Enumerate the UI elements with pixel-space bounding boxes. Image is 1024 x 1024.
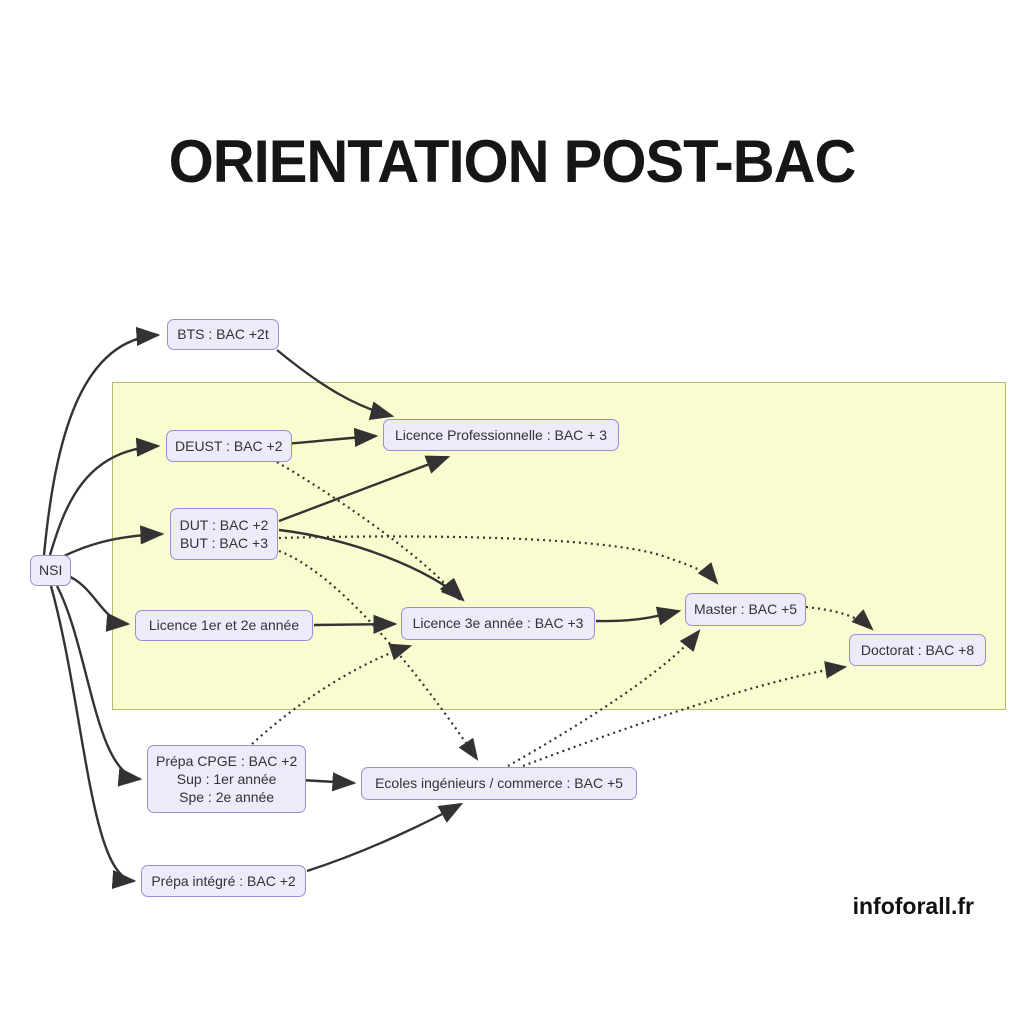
node-master-label: Master : BAC +5 <box>694 601 798 618</box>
edge-deust-licencepro <box>284 427 379 448</box>
node-ecoles-label: Ecoles ingénieurs / commerce : BAC +5 <box>375 775 623 792</box>
node-deust: DEUST : BAC +2 <box>166 430 292 462</box>
edge-dut-master-dotted <box>278 535 719 585</box>
node-licence-pro: Licence Professionnelle : BAC + 3 <box>383 419 619 451</box>
node-prepa-cpge-line3: Spe : 2e année <box>179 789 275 806</box>
edge-master-doctorat-dotted <box>805 605 874 631</box>
watermark: infoforall.fr <box>852 893 974 919</box>
node-bts-label: BTS : BAC +2t <box>177 326 269 343</box>
edge-licence12-licence3 <box>313 614 398 634</box>
node-dut-line1: DUT : BAC +2 <box>179 516 269 533</box>
node-prepa-integre: Prépa intégré : BAC +2 <box>141 865 306 897</box>
node-bts: BTS : BAC +2t <box>167 319 279 350</box>
node-nsi-label: NSI <box>39 562 63 579</box>
edge-ecoles-doctorat-dotted <box>522 661 848 768</box>
edge-nsi-deust <box>48 437 161 556</box>
node-deust-label: DEUST : BAC +2 <box>175 437 283 454</box>
edge-dut-ecoles-dotted <box>278 549 479 761</box>
edge-bts-licencepro <box>276 349 395 421</box>
node-prepa-cpge-line2: Sup : 1er année <box>176 770 277 787</box>
edge-nsi-bts <box>42 326 161 556</box>
edge-nsi-prepaintegre <box>49 585 137 890</box>
node-licence-3e-label: Licence 3e année : BAC +3 <box>412 615 584 632</box>
node-licence-1-2: Licence 1er et 2e année <box>135 610 313 641</box>
edge-dut-licencepro <box>278 455 451 523</box>
node-ecoles: Ecoles ingénieurs / commerce : BAC +5 <box>361 767 637 800</box>
node-dut-but: DUT : BAC +2 BUT : BAC +3 <box>170 508 278 560</box>
edge-nsi-licence12 <box>65 573 131 632</box>
node-master: Master : BAC +5 <box>685 593 807 626</box>
node-nsi: NSI <box>30 555 72 586</box>
node-licence-3e: Licence 3e année : BAC +3 <box>401 607 595 640</box>
node-dut-line2: BUT : BAC +3 <box>179 535 269 551</box>
edge-nsi-dut <box>63 525 165 558</box>
edge-prepaintegre-ecoles <box>306 802 464 873</box>
node-licence-pro-label: Licence Professionnelle : BAC + 3 <box>394 426 608 443</box>
edge-licence3-master <box>595 606 682 626</box>
node-doctorat: Doctorat : BAC +8 <box>849 634 986 666</box>
node-prepa-cpge: Prépa CPGE : BAC +2 Sup : 1er année Spe … <box>147 745 307 813</box>
node-licence-1-2-label: Licence 1er et 2e année <box>148 617 300 634</box>
edge-nsi-prepacpge <box>55 585 143 787</box>
node-prepa-integre-label: Prépa intégré : BAC +2 <box>151 872 296 889</box>
edge-ecoles-master-dotted <box>507 629 701 767</box>
node-prepa-cpge-line1: Prépa CPGE : BAC +2 <box>156 752 298 769</box>
node-doctorat-label: Doctorat : BAC +8 <box>860 641 975 658</box>
page-title: ORIENTATION POST-BAC <box>168 127 857 196</box>
edge-prepacpge-licence3-dotted <box>251 643 413 745</box>
edge-prepacpge-ecoles <box>299 772 357 792</box>
